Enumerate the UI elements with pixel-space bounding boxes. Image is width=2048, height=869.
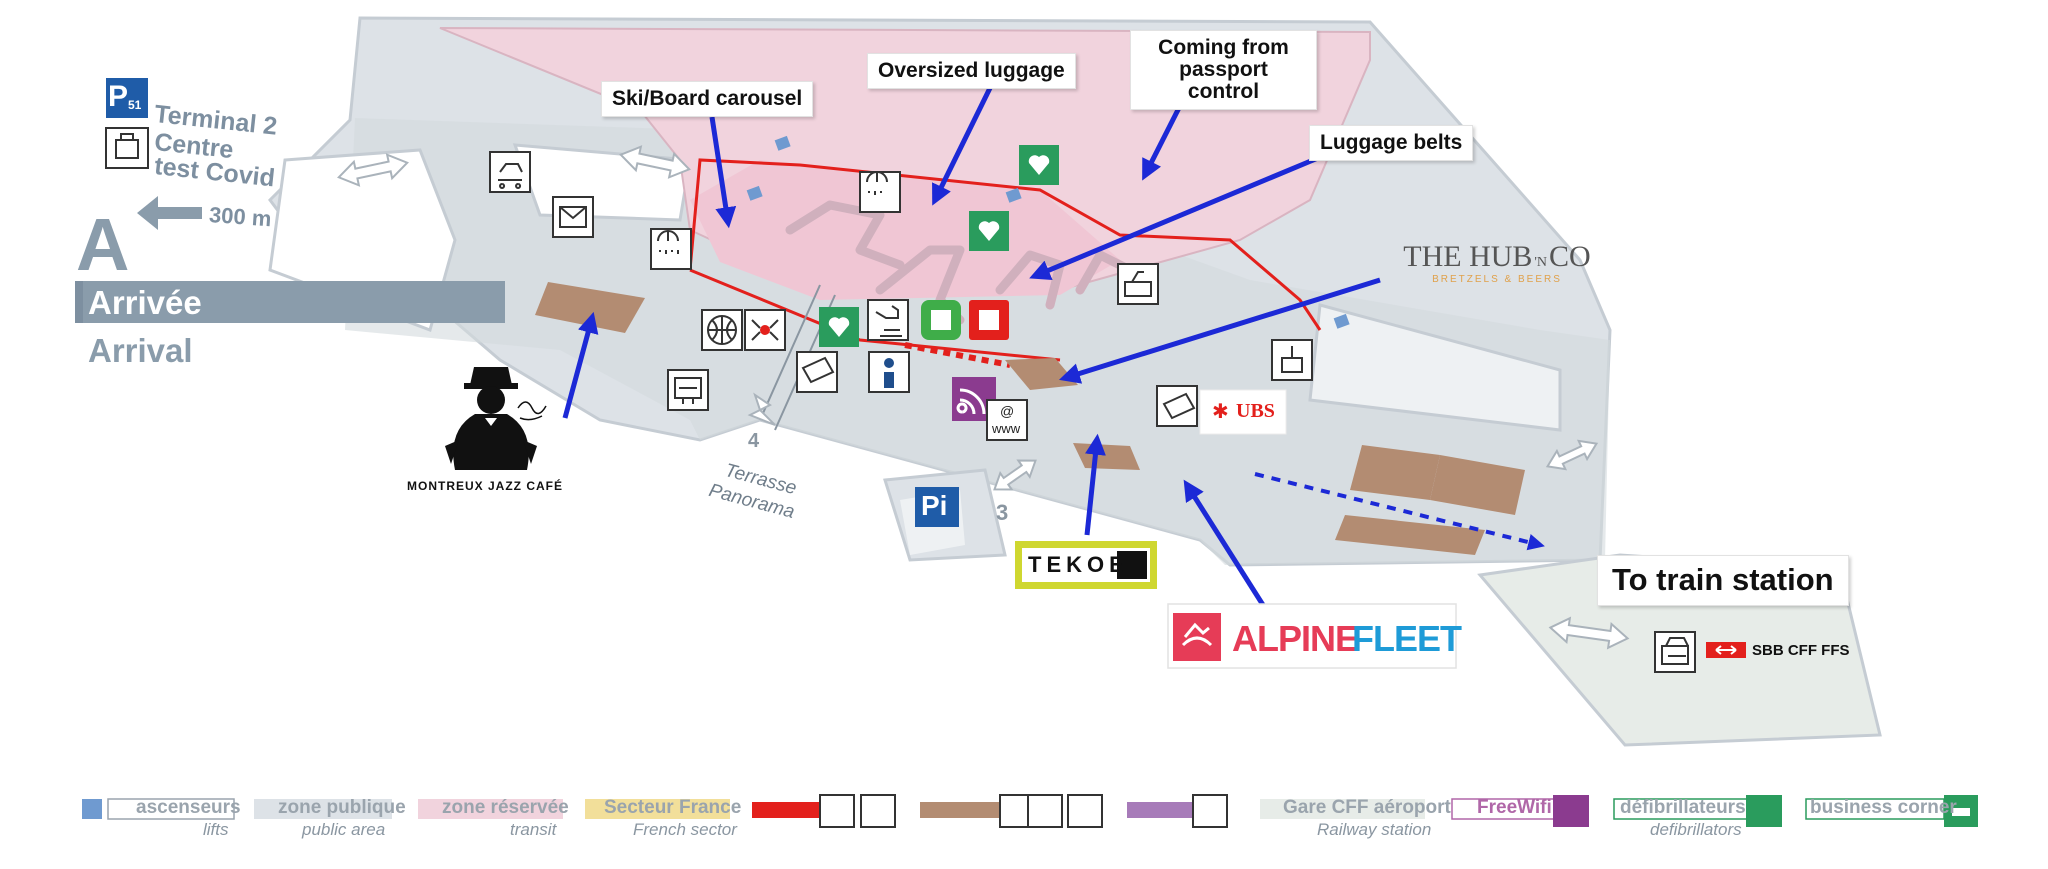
legend-defib-sub: defibrillators	[1650, 820, 1742, 839]
arrival-label: Arrival	[88, 332, 193, 369]
hub-n: 'N	[1534, 255, 1548, 270]
legend-reserved-sub: transit	[510, 820, 557, 839]
hub-main: THE HUB	[1403, 240, 1533, 273]
arrival-section-band	[75, 281, 505, 323]
double-arrow-icons	[337, 145, 1630, 650]
legend-public-sub: public area	[302, 820, 386, 839]
bay-number-3: 3	[996, 500, 1009, 525]
defibrillator-icons	[819, 145, 1059, 347]
parking-info-label: Pi	[921, 490, 948, 521]
hub-co: CO	[1549, 240, 1591, 273]
lifts	[746, 135, 1350, 329]
callout-passport-control: Coming from passport control	[1130, 30, 1317, 111]
pictogram-details	[498, 163, 1689, 665]
alpine-label: ALPINE	[1232, 618, 1359, 659]
ubs-logo	[1199, 389, 1287, 435]
the-hub-n-co-logo: THE HUB'NCO BRETZELS & BEERS	[1397, 240, 1597, 285]
legend-lifts-main: ascenseurs	[136, 797, 241, 818]
east-block	[1308, 303, 1562, 432]
legend-wifi-main: FreeWifi	[1477, 797, 1552, 818]
terrace-lightning-icon	[747, 392, 776, 426]
legend-railway-main: Gare CFF aéroport	[1283, 797, 1451, 818]
back-arrow-icon	[137, 196, 202, 230]
legend-public-main: zone publique	[278, 797, 406, 818]
callout-luggage-belts: Luggage belts	[1309, 125, 1474, 162]
legend-france-main: Secteur France	[604, 797, 742, 818]
callout-to-train-station: To train station	[1597, 555, 1849, 606]
parking-info-icon	[915, 487, 959, 527]
train-direction-arrow	[1254, 472, 1545, 551]
arrivee-label: Arrivée	[88, 284, 202, 321]
shops	[535, 282, 1525, 555]
ubs-keys-icon: ✱	[1212, 401, 1229, 423]
legend-defib-main: défibrillateurs	[1620, 797, 1746, 818]
parking-number: 51	[128, 98, 142, 112]
legend-reserved-main: zone réservée	[442, 797, 569, 818]
signature-scribble	[517, 401, 547, 421]
sbb-label: SBB CFF FFS	[1752, 642, 1850, 659]
customs-channels	[921, 300, 1009, 340]
parking-badge-icon	[106, 78, 148, 118]
www-icon	[986, 399, 1028, 441]
office-block	[512, 143, 692, 222]
distance-label: 300 m	[208, 202, 273, 232]
legend-france-sub: French sector	[633, 820, 737, 839]
ubs-label: UBS	[1236, 400, 1275, 422]
tekoe-label: TEKOE	[1028, 552, 1129, 577]
www-at-label: @	[1000, 403, 1015, 419]
covid-test-icon	[105, 127, 149, 169]
legend-swatches	[82, 794, 1978, 828]
callout-oversized-luggage: Oversized luggage	[867, 53, 1076, 90]
legend-railway-sub: Railway station	[1317, 820, 1432, 839]
hub-sub: BRETZELS & BEERS	[1432, 274, 1562, 285]
www-label: www	[992, 421, 1021, 436]
pointer-arrows	[562, 86, 1381, 607]
parking-badge-label: P	[108, 80, 129, 113]
terrace-number: 4	[748, 430, 760, 452]
montreux-jazz-figure	[445, 367, 537, 470]
fleet-label: FLEET	[1352, 618, 1462, 659]
montreux-jazz-cafe-label: MONTREUX JAZZ CAFÉ	[407, 479, 563, 493]
legend-business-main: business corner	[1810, 797, 1957, 818]
section-letter: A	[76, 203, 130, 286]
legend-lifts-sub: lifts	[203, 820, 229, 839]
callout-ski-board-carousel: Ski/Board carousel	[601, 81, 814, 118]
